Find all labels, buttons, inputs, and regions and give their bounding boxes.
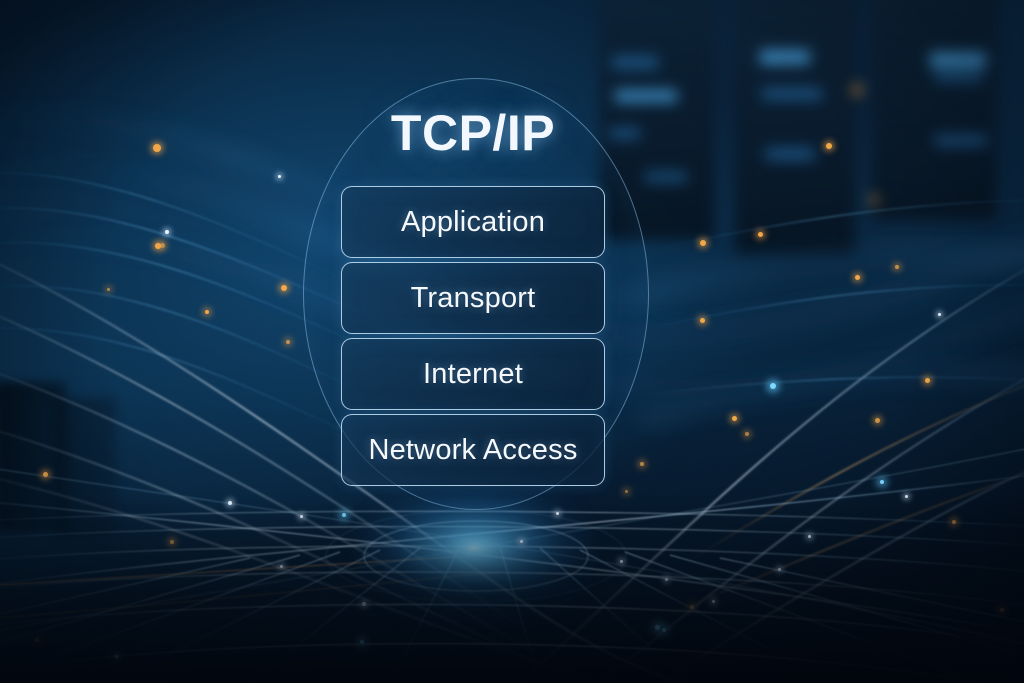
tcpip-layer-diagram-image: TCP/IP Application Transport Internet Ne… bbox=[0, 0, 1024, 683]
vignette-overlay bbox=[0, 0, 1024, 683]
